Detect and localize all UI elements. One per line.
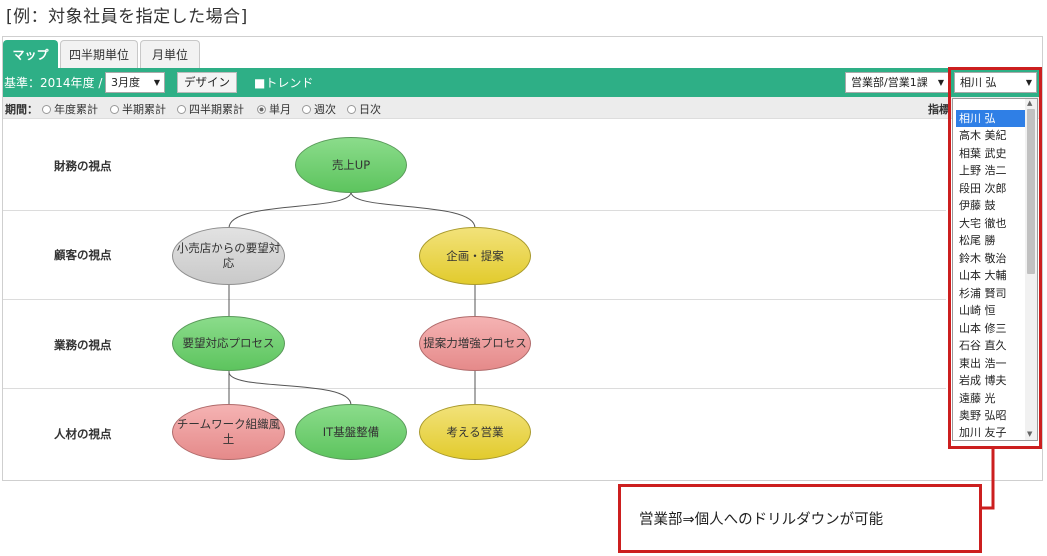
node-retail-request[interactable]: 小売店からの要望対応 <box>172 227 285 285</box>
caption: [例：対象社員を指定した場合] <box>6 7 248 27</box>
node-sales-up[interactable]: 売上UP <box>295 137 407 193</box>
period-option-month[interactable]: 単月 <box>257 101 291 117</box>
period-option-label: 日次 <box>359 103 381 116</box>
period-option-annual[interactable]: 年度累計 <box>42 101 98 117</box>
lane-label-finance: 財務の視点 <box>54 159 112 173</box>
tab-map[interactable]: マップ <box>3 40 58 68</box>
employee-option[interactable]: 上野 浩二 <box>959 164 1007 177</box>
trend-toggle[interactable]: ■トレンド <box>254 76 314 90</box>
design-button[interactable]: デザイン <box>177 72 237 93</box>
employee-option[interactable]: 遠藤 光 <box>959 392 996 405</box>
node-proposal[interactable]: 企画・提案 <box>419 227 531 285</box>
radio-icon <box>110 104 119 114</box>
chevron-down-icon: ▼ <box>937 78 944 87</box>
period-option-label: 四半期累計 <box>189 103 244 116</box>
employee-option[interactable]: 大宅 徹也 <box>959 217 1007 230</box>
employee-option[interactable]: 相川 弘 <box>956 110 1026 127</box>
callout-box <box>618 484 982 553</box>
period-label: 期間： <box>5 103 38 116</box>
period-option-half[interactable]: 半期累計 <box>110 101 166 117</box>
chevron-down-icon: ▼ <box>153 78 160 87</box>
lane-label-learning: 人材の視点 <box>54 427 112 441</box>
node-it-infra[interactable]: IT基盤整備 <box>295 404 407 460</box>
node-request-process[interactable]: 要望対応プロセス <box>172 316 285 371</box>
employee-select[interactable]: 相川 弘 ▼ <box>954 72 1037 93</box>
radio-icon <box>347 104 356 114</box>
base-year-label: 基準：2014年度 / <box>4 76 103 90</box>
map-panel <box>2 36 1043 481</box>
employee-option[interactable]: 鈴木 敬治 <box>959 252 1007 265</box>
employee-select-value: 相川 弘 <box>960 76 997 89</box>
period-option-label: 単月 <box>269 103 291 116</box>
period-option-label: 半期累計 <box>122 103 166 116</box>
radio-icon <box>302 104 311 114</box>
highlight-box <box>948 67 1042 449</box>
employee-dropdown-list[interactable]: 相川 弘 高木 美紀 相葉 武史 上野 浩二 段田 次郎 伊藤 鼓 大宅 徹也 … <box>952 98 1038 441</box>
chevron-down-icon: ▼ <box>1025 78 1032 87</box>
department-select-value: 営業部/営業1課 <box>851 76 928 89</box>
employee-option[interactable]: 東出 浩一 <box>959 357 1007 370</box>
lane-divider <box>3 210 946 211</box>
period-option-day[interactable]: 日次 <box>347 101 381 117</box>
tab-monthly[interactable]: 月単位 <box>140 40 200 68</box>
scroll-down-icon[interactable]: ▼ <box>1027 430 1033 438</box>
indicator-label: 指標 <box>928 103 950 116</box>
radio-selected-icon <box>257 104 266 114</box>
employee-option[interactable]: 山本 修三 <box>959 322 1007 335</box>
employee-option[interactable]: 段田 次郎 <box>959 182 1007 195</box>
employee-option[interactable]: 山本 大輔 <box>959 269 1007 282</box>
tab-quarterly[interactable]: 四半期単位 <box>60 40 138 68</box>
period-option-label: 年度累計 <box>54 103 98 116</box>
period-option-week[interactable]: 週次 <box>302 101 336 117</box>
node-thinking-sales[interactable]: 考える営業 <box>419 404 531 460</box>
radio-icon <box>177 104 186 114</box>
lane-label-customer: 顧客の視点 <box>54 248 112 262</box>
employee-option[interactable]: 石谷 直久 <box>959 339 1007 352</box>
employee-option[interactable]: 杉浦 賢司 <box>959 287 1007 300</box>
radio-icon <box>42 104 51 114</box>
scroll-up-icon[interactable]: ▲ <box>1027 99 1033 107</box>
month-select-value: 3月度 <box>111 76 140 89</box>
period-bar <box>3 97 1042 119</box>
month-select[interactable]: 3月度 ▼ <box>105 72 165 93</box>
employee-option[interactable]: 岩成 博夫 <box>959 374 1007 387</box>
period-option-quarter[interactable]: 四半期累計 <box>177 101 244 117</box>
node-teamwork[interactable]: チームワーク組織風土 <box>172 404 285 460</box>
period-option-label: 週次 <box>314 103 336 116</box>
callout-text: 営業部⇒個人へのドリルダウンが可能 <box>639 512 884 528</box>
employee-option[interactable]: 山崎 恒 <box>959 304 996 317</box>
node-proposal-process[interactable]: 提案力増強プロセス <box>419 316 531 371</box>
employee-option[interactable]: 加川 友子 <box>959 426 1007 439</box>
department-select[interactable]: 営業部/営業1課 ▼ <box>845 72 949 93</box>
employee-option[interactable]: 相葉 武史 <box>959 147 1007 160</box>
dropdown-scroll-thumb[interactable] <box>1027 109 1035 274</box>
employee-option[interactable]: 伊藤 鼓 <box>959 199 996 212</box>
lane-label-process: 業務の視点 <box>54 338 112 352</box>
employee-option[interactable]: 高木 美紀 <box>959 129 1007 142</box>
employee-option[interactable]: 松尾 勝 <box>959 234 996 247</box>
employee-option[interactable]: 奥野 弘昭 <box>959 409 1007 422</box>
